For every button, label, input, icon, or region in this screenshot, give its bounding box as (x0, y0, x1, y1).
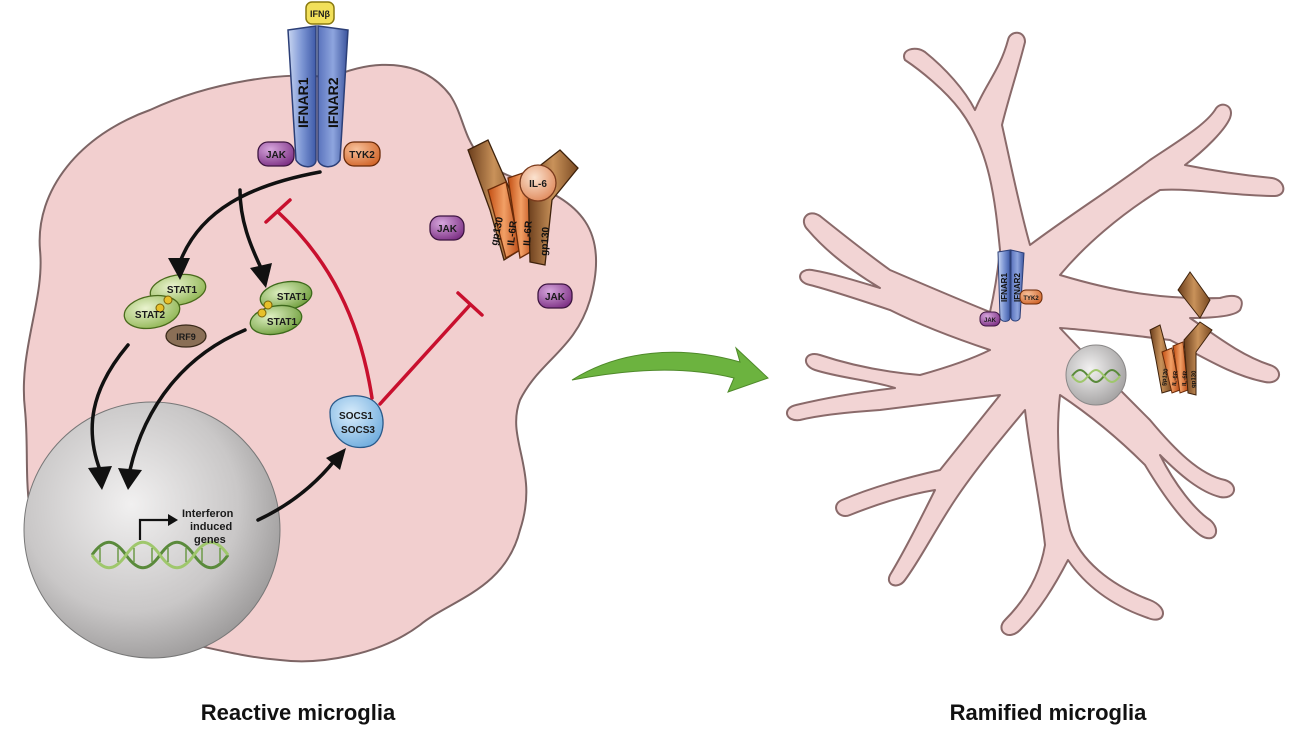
jak-il6-left-label: JAK (437, 224, 458, 235)
stat1-label-a: STAT1 (167, 285, 198, 296)
inhibit-socs-to-il6r (378, 303, 472, 406)
socs1-label: SOCS1 (339, 411, 373, 422)
reactive-caption: Reactive microglia (201, 700, 396, 725)
ramified-ifnar2: IFNAR2 (1010, 249, 1025, 322)
stat1-stat2-irf9-complex: STAT1 STAT2 IRF9 (123, 273, 207, 348)
arrow-receptor-to-stat12 (178, 170, 322, 264)
ramified-tyk2: TYK2 (1019, 289, 1043, 305)
ramified-il6-receptor-complex: gp130 IL-6R IL-6R gp130 (1149, 271, 1213, 396)
tyk2-label: TYK2 (349, 150, 375, 161)
ramified-caption: Ramified microglia (950, 700, 1148, 725)
ifnar1-label: IFNAR1 (295, 77, 311, 128)
jak-kinase-il6-left: JAK (429, 215, 465, 241)
jak-il6-right-label: JAK (545, 292, 566, 303)
stat1-homodimer: STAT1 STAT1 (249, 280, 313, 336)
activation-arrowheads (88, 258, 346, 490)
arrow-stat11-to-nucleus (128, 328, 247, 472)
il6-ligand: IL-6 (519, 164, 557, 202)
inhibition-lines (264, 198, 484, 406)
stat1-label-c: STAT1 (267, 317, 298, 328)
ramified-microglia: IFNAR1 IFNAR2 JAK TYK2 gp130 IL-6R IL-6R… (786, 31, 1285, 725)
ramified-gp130-label-b: gp130 (1191, 370, 1198, 388)
ramified-gp130-label-a: gp130 (1161, 368, 1170, 387)
gene-label-line3: genes (194, 534, 226, 546)
ramified-tyk2-label: TYK2 (1023, 296, 1039, 302)
activation-arrows (90, 170, 337, 522)
jak-label: JAK (266, 150, 287, 161)
arrow-receptor-to-stat11 (238, 188, 264, 272)
gp130-label-b: gp130 (539, 226, 552, 256)
arrow-stat12-to-nucleus (90, 343, 130, 472)
ifnar2-label: IFNAR2 (325, 77, 341, 128)
transcription-start-arrow (138, 518, 170, 540)
ifnb-label: IFNβ (310, 9, 330, 19)
stat1-label-b: STAT1 (277, 292, 308, 303)
ifnar1-receptor: IFNAR1 (287, 25, 317, 168)
ramified-jak: JAK (979, 311, 1001, 327)
ramified-ifnar1-label: IFNAR1 (1000, 273, 1009, 302)
ramified-jak-label: JAK (984, 318, 997, 324)
ramified-ifnar2-label: IFNAR2 (1013, 273, 1022, 302)
gene-label-line1: Interferon (182, 508, 234, 520)
ramified-nucleus (1065, 344, 1127, 406)
gene-label-line2: induced (190, 521, 232, 533)
arrow-genes-to-socs (256, 458, 337, 522)
dna-helix-icon (90, 540, 230, 570)
socs3-label: SOCS3 (341, 425, 375, 436)
socs1-socs3: SOCS1 SOCS3 (329, 395, 384, 449)
stat2-label: STAT2 (135, 310, 166, 321)
il6-label: IL-6 (529, 179, 547, 190)
ramified-ifnar1: IFNAR1 (997, 249, 1011, 322)
ifnar2-receptor: IFNAR2 (317, 25, 349, 168)
ifnb-ligand: IFNβ (305, 1, 335, 25)
reactive-nucleus (23, 401, 281, 659)
il6r-label-a: IL-6R (506, 220, 520, 247)
irf9-label: IRF9 (176, 332, 196, 342)
reactive-microglia: Interferon induced genes IFNAR1 IFNAR2 I… (22, 1, 598, 725)
ramified-cell-body (786, 31, 1285, 636)
jak-kinase-ifnar: JAK (257, 141, 295, 167)
ramified-il6r-label-b: IL-6R (1182, 370, 1189, 386)
transition-arrow (571, 346, 769, 393)
tyk2-kinase: TYK2 (343, 141, 381, 167)
ramified-il6r-label-a: IL-6R (1172, 370, 1180, 386)
ramified-dna-icon (1071, 369, 1121, 383)
inhibit-socs-to-ifnar (276, 210, 374, 400)
il6r-label-b: IL-6R (522, 220, 535, 246)
jak-kinase-il6-right: JAK (537, 283, 573, 309)
